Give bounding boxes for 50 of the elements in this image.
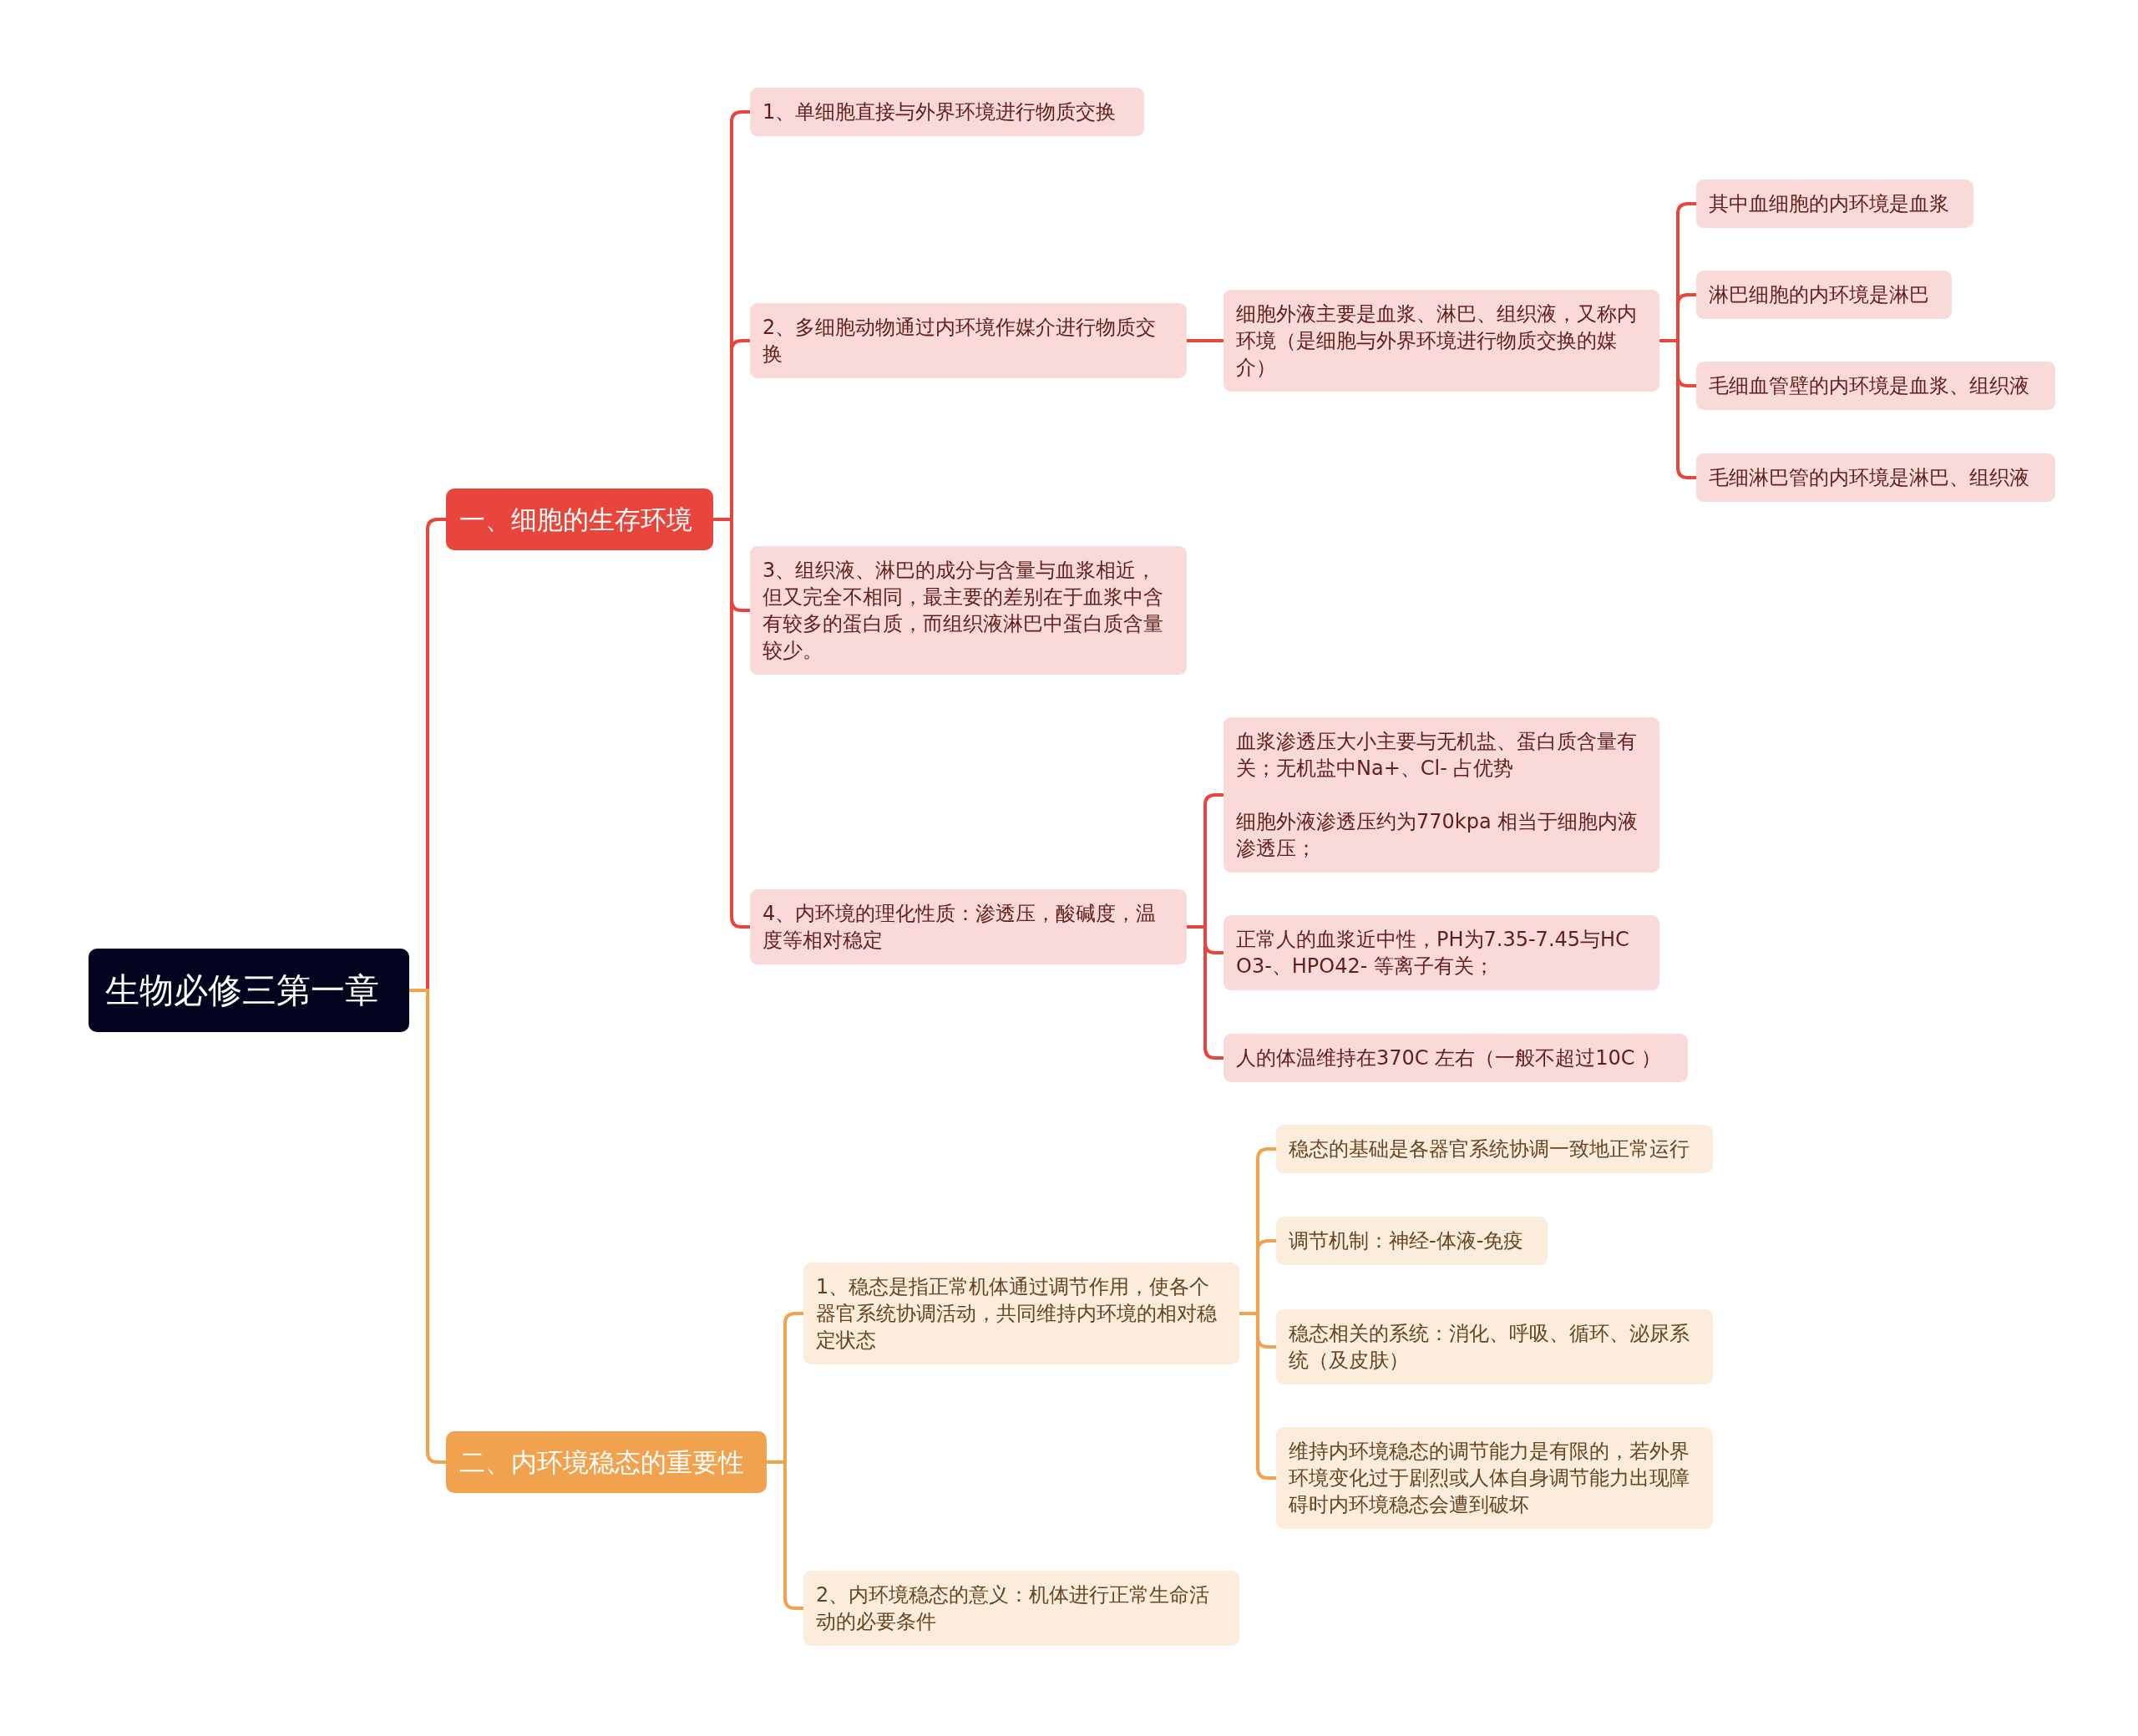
connector-line <box>409 989 446 1464</box>
topic-text: 人的体温维持在370C 左右（一般不超过10C ） <box>1236 1045 1663 1071</box>
subtopic <box>1696 180 1973 228</box>
subtopic <box>1276 1217 1548 1265</box>
topic-text: 稳态相关的系统：消化、呼吸、循环、泌尿系统（及皮肤） <box>1289 1321 1690 1374</box>
topic-text: 2、内环境稳态的意义：机体进行正常生命活动的必要条件 <box>816 1582 1211 1635</box>
topic-text: 生物必修三第一章 <box>105 969 380 1012</box>
topic-text: 细胞外液渗透压约为770kpa 相当于细胞内液渗透压； <box>1236 809 1639 862</box>
connector-line <box>1187 339 1224 342</box>
topic-text: 3、组织液、淋巴的成分与含量与血浆相近，但又完全不相同，最主要的差别在于血浆中含有较多的蛋白质，而组织液淋巴中蛋白质含量较少。 <box>762 558 1164 664</box>
topic-text: 2、多细胞动物通过内环境作媒介进行物质交换 <box>762 315 1158 367</box>
topic-text: 1、单细胞直接与外界环境进行物质交换 <box>762 99 1117 125</box>
root-topic <box>89 949 409 1032</box>
connector-line <box>1239 1312 1276 1480</box>
subtopic <box>1276 1125 1713 1173</box>
topic-text: 淋巴细胞的内环境是淋巴 <box>1709 282 1930 308</box>
topic-text: 调节机制：神经-体液-免疫 <box>1289 1228 1525 1254</box>
subtopic <box>1224 1034 1688 1082</box>
topic-text: 二、内环境稳态的重要性 <box>459 1446 745 1479</box>
subtopic <box>1696 453 2055 502</box>
connector-line <box>767 1460 803 1610</box>
connector-line <box>1659 339 1696 479</box>
subtopic <box>1224 915 1659 990</box>
main-topic <box>446 1431 767 1493</box>
connector-line <box>713 518 750 929</box>
connector-line <box>1187 925 1224 1060</box>
subtopic <box>1224 290 1659 392</box>
topic-text: 一、细胞的生存环境 <box>459 504 693 536</box>
subtopic <box>1696 362 2055 410</box>
topic-text: 毛细血管壁的内环境是血浆、组织液 <box>1709 373 2030 399</box>
subtopic <box>1276 1309 1713 1384</box>
main-topic <box>446 488 713 550</box>
topic-text: 毛细淋巴管的内环境是淋巴、组织液 <box>1709 465 2030 491</box>
subtopic <box>750 889 1187 964</box>
subtopic <box>1276 1427 1713 1529</box>
subtopic <box>750 546 1187 675</box>
topic-text: 维持内环境稳态的调节能力是有限的，若外界环境变化过于剧烈或人体自身调节能力出现障碍时内环境稳态会遭到破坏 <box>1289 1439 1690 1518</box>
topic-text: 稳态的基础是各器官系统协调一致地正常运行 <box>1289 1136 1690 1162</box>
topic-text: 细胞外液主要是血浆、淋巴、组织液，又称内环境（是细胞与外界环境进行物质交换的媒介） <box>1236 301 1638 381</box>
subtopic <box>803 1263 1239 1364</box>
topic-text: 其中血细胞的内环境是血浆 <box>1709 191 1950 217</box>
subtopic <box>750 303 1187 378</box>
topic-text: 血浆渗透压大小主要与无机盐、蛋白质含量有关；无机盐中Na+、Cl- 占优势 <box>1236 729 1638 782</box>
topic-text: 正常人的血浆近中性，PH为7.35-7.45与HCO3-、HPO42- 等离子有关； <box>1236 927 1630 979</box>
subtopic <box>1696 271 1952 319</box>
topic-text: 1、稳态是指正常机体通过调节作用，使各个器官系统协调活动，共同维持内环境的相对稳定状态 <box>816 1274 1218 1354</box>
subtopic <box>1224 717 1659 873</box>
subtopic <box>803 1571 1239 1646</box>
subtopic <box>750 88 1144 136</box>
topic-text: 4、内环境的理化性质：渗透压，酸碱度，温度等相对稳定 <box>762 901 1158 954</box>
